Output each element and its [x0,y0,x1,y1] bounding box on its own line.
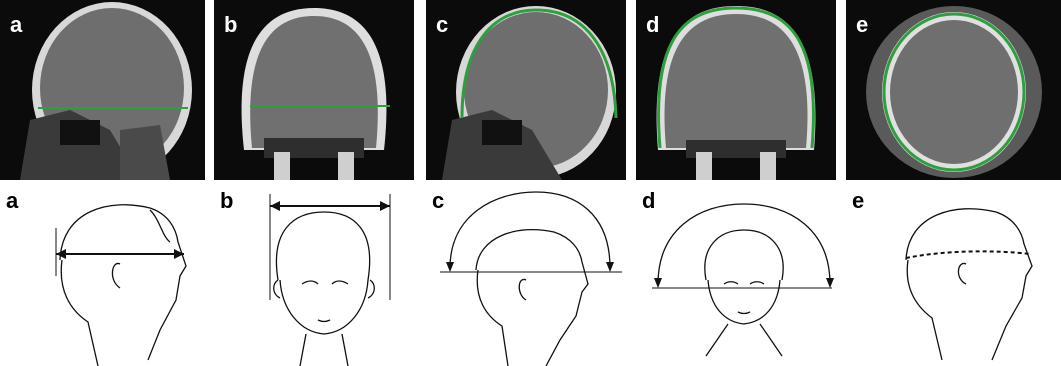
ct-scan-panel-c: c [426,0,626,180]
drawing-panel-e: e [846,180,1061,366]
panel-letter: d [642,190,655,212]
ct-sagittal-image [426,0,626,180]
panel-letter: a [10,14,22,36]
ct-scan-panel-e: e [846,0,1061,180]
drawing-panel-b: b [214,180,414,366]
head-breadth-arrow [270,194,390,300]
frontal-head-drawing [214,180,414,366]
ct-scan-panel-d: d [636,0,836,180]
ct-coronal-image [214,0,414,180]
panel-letter: d [646,14,659,36]
drawing-panel-c: c [426,180,626,366]
panel-letter: e [852,190,864,212]
panel-letter: a [6,190,18,212]
bitragion-arc [652,204,834,288]
panel-letter: b [224,14,237,36]
ct-axial-image [846,0,1061,180]
profile-head-drawing [0,180,205,366]
ct-sagittal-image [0,0,205,180]
ct-coronal-image [636,0,836,180]
panel-letter: c [436,14,448,36]
ct-scan-panel-a: a [0,0,205,180]
sagittal-arc [440,192,622,272]
drawing-panel-a: a [0,180,205,366]
panel-letter: c [432,190,444,212]
panel-letter: e [856,14,868,36]
panel-letter: b [220,190,233,212]
profile-head-drawing [426,180,626,366]
ct-scan-panel-b: b [214,0,414,180]
profile-head-drawing [846,180,1061,366]
head-circumference-line [906,251,1030,258]
drawing-panel-d: d [636,180,836,366]
frontal-head-drawing [636,180,836,366]
